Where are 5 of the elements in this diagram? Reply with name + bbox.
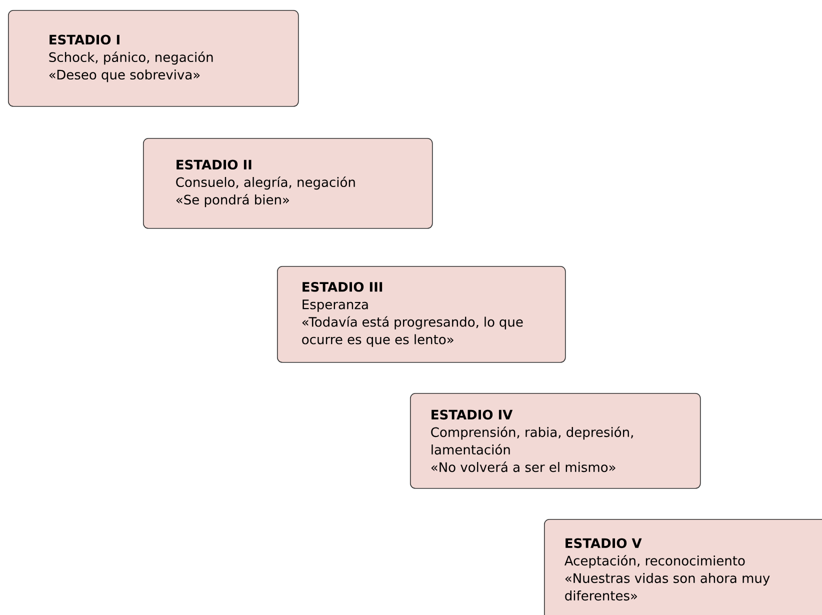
stage-box: ESTADIO I Schock, pánico, negación «Deseo que sobreviva» bbox=[8, 10, 299, 107]
stage-box: ESTADIO II Consuelo, alegría, negación «Se pondrá bien» bbox=[143, 138, 433, 229]
stage-box: ESTADIO IV Comprensión, rabia, depresión, lamentación «No volverá a ser el mismo» bbox=[410, 393, 701, 489]
stage-box: ESTADIO V Aceptación, reconocimiento «Nuestras vidas son ahora muy diferentes» bbox=[544, 519, 822, 615]
stage-box: ESTADIO III Esperanza «Todavía está progresando, lo que ocurre es que es lento» bbox=[277, 266, 566, 363]
